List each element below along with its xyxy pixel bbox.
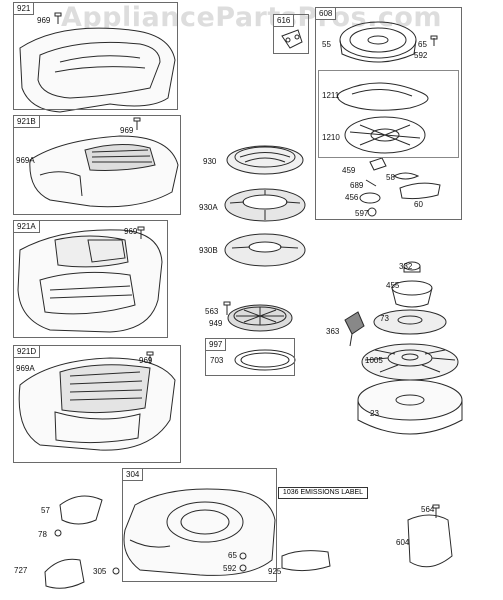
screw-969-921b — [134, 118, 140, 130]
callout-597: 597 — [355, 209, 369, 218]
callout-689: 689 — [350, 181, 364, 190]
callout-592-top: 592 — [414, 51, 428, 60]
screen-930a-drawing — [225, 189, 305, 221]
callout-564: 564 — [421, 505, 435, 514]
box-921a: 921A — [13, 220, 168, 338]
screen-73-drawing — [374, 310, 446, 334]
callout-60: 60 — [414, 200, 423, 209]
screw-78-drawing — [55, 530, 61, 536]
callout-456: 456 — [345, 193, 359, 202]
retainer-456-drawing — [360, 193, 380, 203]
callout-969-921d: 969 — [139, 356, 153, 365]
screen-930b-drawing — [225, 234, 305, 266]
box-921-tag: 921 — [14, 3, 35, 15]
screw-65-bottom — [240, 553, 246, 559]
callout-969-921a: 969 — [124, 227, 138, 236]
screw-305-drawing — [113, 568, 119, 574]
callout-969-top: 969 — [37, 16, 51, 25]
handle-925-drawing — [282, 551, 330, 571]
callout-55: 55 — [322, 40, 331, 49]
callout-305: 305 — [93, 567, 107, 576]
box-921b: 921B — [13, 115, 181, 215]
callout-57: 57 — [41, 506, 50, 515]
nut-332-drawing — [404, 262, 420, 272]
box-997-tag: 997 — [206, 339, 227, 351]
callout-925: 925 — [268, 567, 282, 576]
flywheel-fan-1005-drawing — [362, 344, 458, 380]
dog-459-drawing — [370, 158, 386, 170]
bracket-363-drawing — [345, 312, 364, 346]
callout-73: 73 — [380, 314, 389, 323]
callout-65-top: 65 — [418, 40, 427, 49]
screw-597-drawing — [368, 208, 376, 216]
callout-23: 23 — [370, 409, 379, 418]
callout-727: 727 — [14, 566, 28, 575]
screw-564-drawing — [433, 505, 439, 518]
box-608-tag: 608 — [316, 8, 337, 20]
box-921a-tag: 921A — [14, 221, 40, 233]
callout-1211: 1211 — [322, 91, 340, 100]
box-921d-tag: 921D — [14, 346, 41, 358]
callout-930: 930 — [203, 157, 217, 166]
screen-930-drawing — [227, 146, 303, 174]
cup-455-drawing — [392, 281, 432, 307]
callout-930a: 930A — [199, 203, 218, 212]
screw-65-top — [431, 36, 437, 46]
spring-58-drawing — [394, 173, 418, 179]
guard-604-drawing — [408, 515, 452, 567]
screen-949-drawing — [228, 305, 292, 331]
shroud-921b-drawing — [30, 136, 178, 207]
box-608-inner — [318, 70, 459, 158]
starter-housing-55-drawing — [340, 22, 416, 62]
callout-969a-921d: 969A — [16, 364, 35, 373]
callout-1005: 1005 — [365, 356, 383, 365]
box-608: 608 — [315, 7, 462, 220]
screw-592-bottom — [240, 565, 246, 571]
callout-703: 703 — [210, 356, 224, 365]
box-997: 997 — [205, 338, 295, 376]
seal-703-drawing — [235, 350, 295, 370]
pulley-1210-drawing — [345, 117, 425, 153]
emissions-label-callout: 1036 EMISSIONS LABEL — [278, 487, 368, 499]
blower-housing-304-drawing — [124, 489, 275, 575]
box-304: 304 — [122, 468, 277, 582]
shroud-921d-drawing — [19, 358, 175, 450]
handle-60-drawing — [400, 183, 440, 198]
guard-727-drawing — [45, 559, 84, 588]
bracket-616-drawing — [282, 30, 302, 48]
callout-455: 455 — [386, 281, 400, 290]
box-921d: 921D — [13, 345, 181, 463]
callout-332: 332 — [399, 262, 413, 271]
callout-930b: 930B — [199, 246, 218, 255]
callout-949: 949 — [209, 319, 223, 328]
box-921b-tag: 921B — [14, 116, 40, 128]
box-921: 921 — [13, 2, 178, 110]
box-616: 616 — [273, 14, 309, 54]
spring-689-drawing — [366, 180, 376, 186]
screw-563-drawing — [224, 302, 230, 315]
callout-969-921b: 969 — [120, 126, 134, 135]
rope-1211-drawing — [338, 83, 429, 110]
callout-65-bottom: 65 — [228, 551, 237, 560]
screw-969-921a — [138, 227, 144, 239]
callout-604: 604 — [396, 538, 410, 547]
callout-563: 563 — [205, 307, 219, 316]
callout-363: 363 — [326, 327, 340, 336]
callout-78: 78 — [38, 530, 47, 539]
callout-58: 58 — [386, 173, 395, 182]
screw-969-921d — [147, 352, 153, 364]
callout-459: 459 — [342, 166, 356, 175]
box-616-tag: 616 — [274, 15, 295, 27]
screw-969-top — [55, 13, 61, 24]
shroud-921a-drawing — [18, 230, 162, 332]
callout-592-bottom: 592 — [223, 564, 237, 573]
flywheel-23-drawing — [358, 380, 462, 434]
callout-969a-921b: 969A — [16, 156, 35, 165]
box-304-tag: 304 — [123, 469, 144, 481]
baffle-57-drawing — [60, 496, 102, 524]
callout-1210: 1210 — [322, 133, 340, 142]
